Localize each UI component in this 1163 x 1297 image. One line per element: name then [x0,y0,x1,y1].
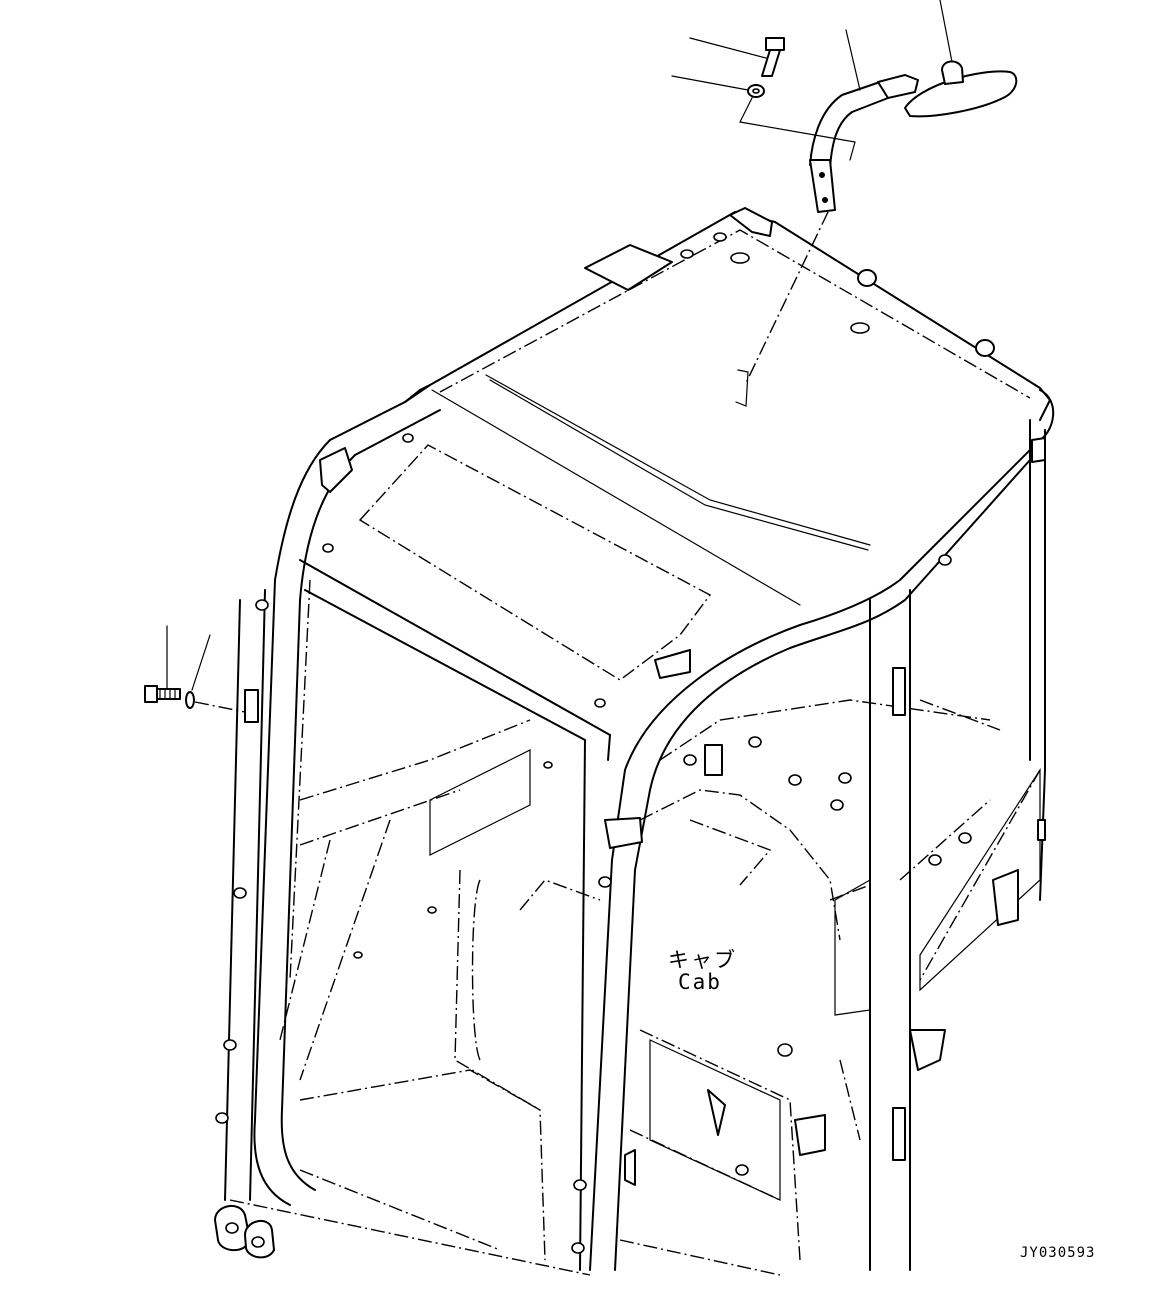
roof-mount-hole [713,232,727,242]
figure-code: JY030593 [1020,1245,1096,1261]
lifting-eye [857,269,877,287]
roof-mount-hole [680,249,694,259]
lifting-eye [975,339,995,357]
side-bolt-assembly [144,625,246,713]
roof-bracket [584,244,673,291]
mirror-bracket-assembly [671,0,1018,407]
bolt-shank [761,49,781,77]
roof-mount-hole [730,252,750,264]
mirror-stay [809,81,889,169]
side-bolt-head [144,685,158,703]
cab-roof [404,207,1051,606]
cab-label-japanese: キャブ [668,948,737,972]
cab-interior-hidden-lines [229,579,1041,1276]
mirror-mount-knob [941,60,964,85]
roof-corner-bracket [729,207,773,237]
cab-label-english: Cab [678,970,722,994]
frame-fixtures [214,433,1046,1259]
mirror-stay-tip [877,74,919,99]
bolt-head [765,37,785,51]
side-washer [185,691,195,709]
side-bolt-shank [156,688,181,700]
roof-window-opening [358,444,712,681]
mirror-stay-plate [809,159,836,213]
roof-mount-hole [850,322,870,334]
